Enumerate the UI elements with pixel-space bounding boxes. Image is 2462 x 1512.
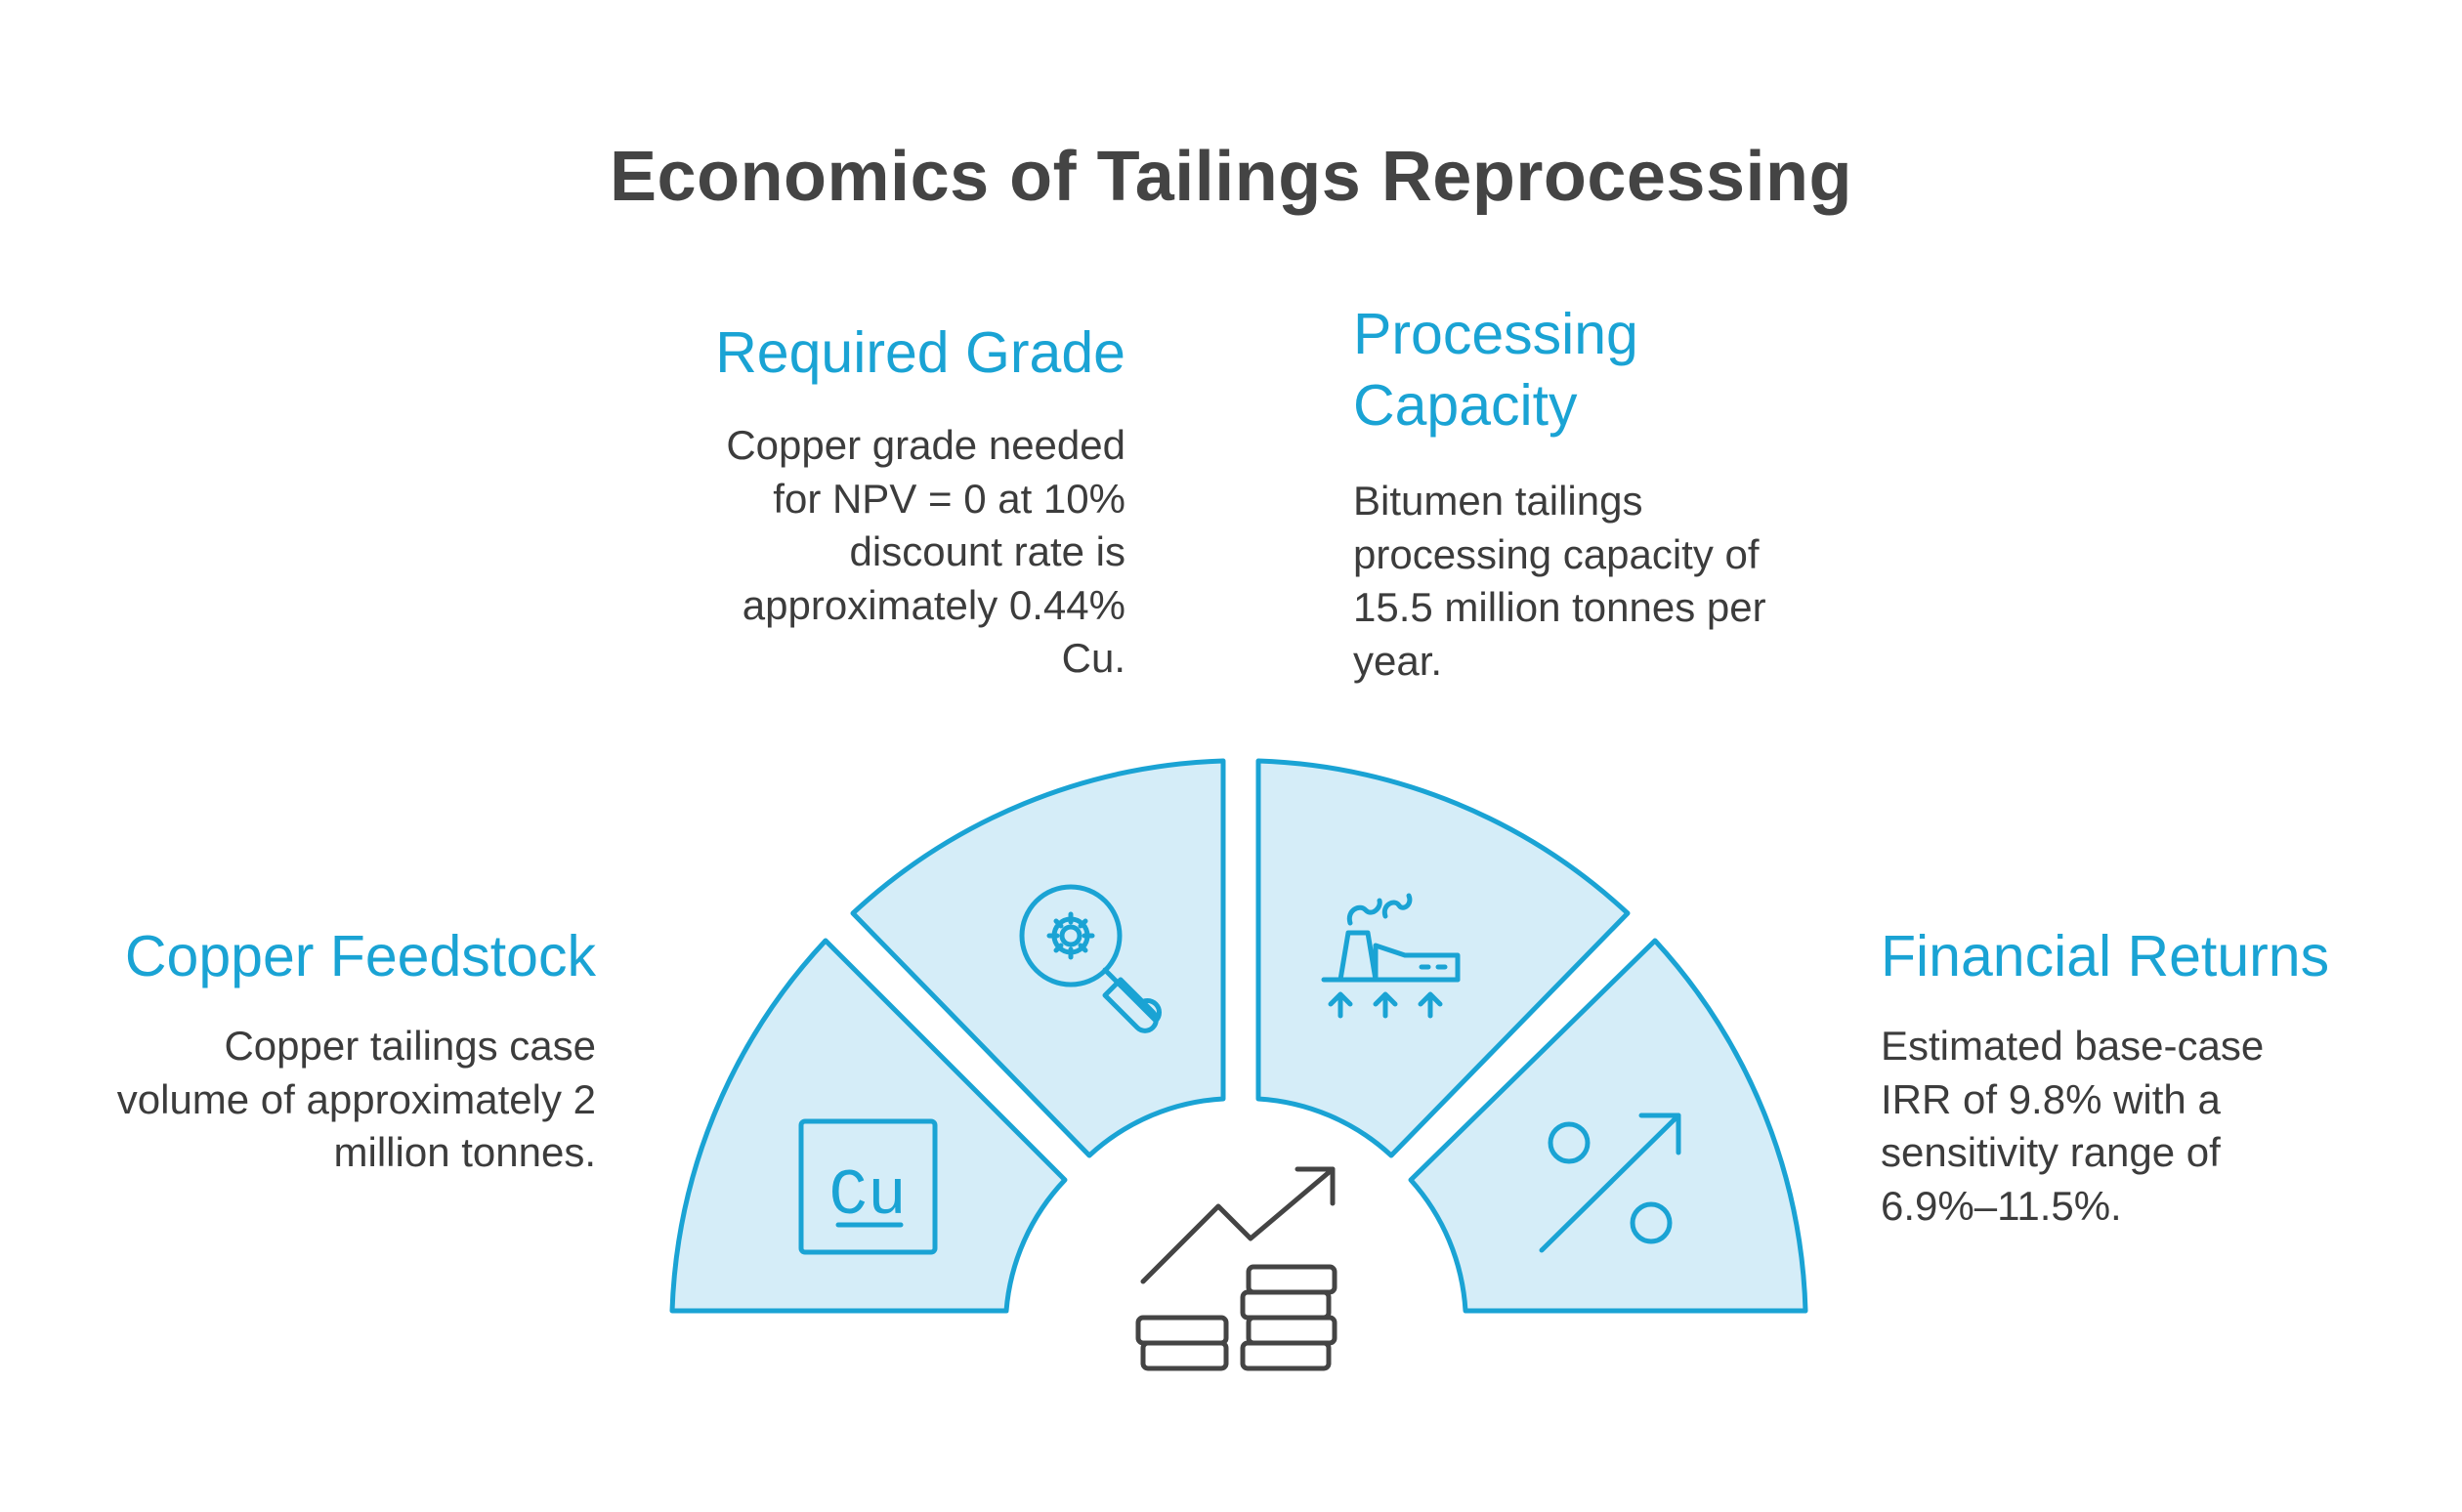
copper-feedstock-heading: Copper Feedstock	[124, 924, 596, 988]
processing-capacity-heading: Processing Capacity	[1353, 302, 1638, 438]
segment-processing-capacity	[1255, 758, 1631, 1158]
copper-feedstock-description: Copper tailings case volume of approxima…	[116, 1023, 596, 1175]
processing-capacity-description: Bitumen tailings processing capacity of …	[1353, 478, 1766, 684]
required-grade-heading: Required Grade	[715, 320, 1125, 385]
segment-required-grade	[850, 758, 1226, 1158]
segment-copper-feedstock	[669, 938, 1068, 1314]
cu-element-symbol: Cu	[828, 1159, 906, 1233]
page-title: Economics of Tailings Reprocessing	[610, 138, 1852, 216]
coins-growth-icon	[1135, 1166, 1337, 1371]
financial-returns-description: Estimated base-case IRR of 9.8% with a s…	[1881, 1023, 2265, 1229]
factory-icon	[1321, 893, 1461, 1019]
segment-financial-returns	[1408, 938, 1808, 1314]
financial-returns-heading: Financial Returns	[1881, 924, 2330, 988]
required-grade-description: Copper grade needed for NPV = 0 at 10% d…	[726, 422, 1125, 681]
magnifier-gear-icon	[1019, 884, 1162, 1033]
cu-element-icon: Cu	[798, 1118, 938, 1255]
percent-trend-icon	[1539, 1113, 1681, 1253]
